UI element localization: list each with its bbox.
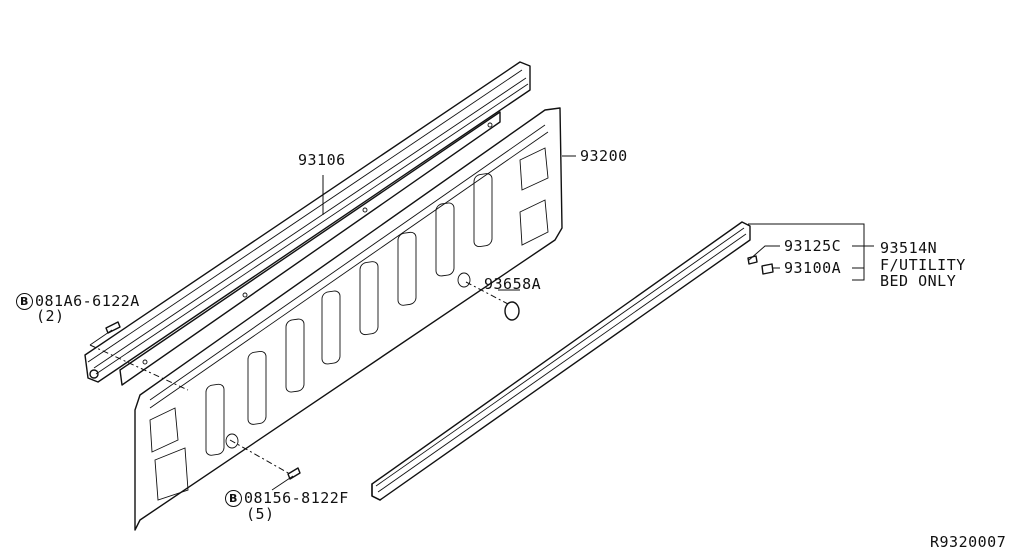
- note-line-1: F/UTILITY: [880, 256, 966, 274]
- callout-93658a: 93658A: [484, 275, 542, 293]
- grommet: [504, 301, 520, 321]
- bed-panel: [134, 107, 563, 531]
- bolt-qty-2: (5): [246, 505, 275, 523]
- callout-93100a: 93100A: [784, 259, 842, 277]
- bolt-badge: B: [225, 490, 242, 507]
- bolt-badge: B: [16, 293, 33, 310]
- protector-strip: [371, 221, 751, 501]
- bolt: [89, 255, 774, 491]
- callout-93106: 93106: [298, 151, 346, 169]
- figure-ref: R9320007: [930, 533, 1007, 551]
- callout-93514n: 93514N: [880, 239, 938, 257]
- top-rail: [84, 61, 531, 386]
- callout-93125c: 93125C: [784, 237, 842, 255]
- bolt-code-1: 081A6-6122A: [35, 292, 140, 310]
- note-line-2: BED ONLY: [880, 272, 957, 290]
- bolt-qty-1: (2): [36, 307, 65, 325]
- bolt-code-2: 08156-8122F: [244, 489, 349, 507]
- callout-93200: 93200: [580, 147, 628, 165]
